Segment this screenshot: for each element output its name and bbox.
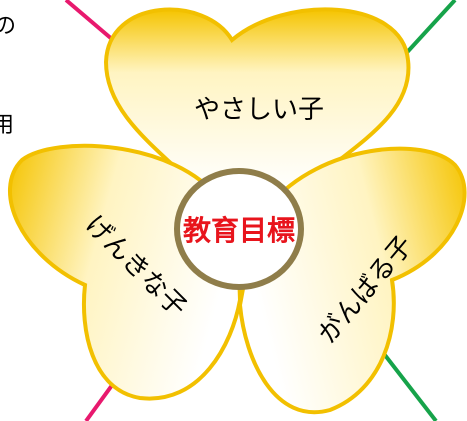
center-circle [174, 168, 304, 290]
connector-line-top-left [64, 0, 115, 42]
edge-text-top-left: の [0, 14, 16, 39]
center-label: 教育目標 [183, 214, 295, 247]
petal-label-top: やさしい子 [194, 95, 324, 125]
connector-line-top-right [398, 0, 457, 62]
edge-text-mid-left: 用 [0, 113, 14, 138]
connector-line-bottom-right [379, 348, 438, 421]
